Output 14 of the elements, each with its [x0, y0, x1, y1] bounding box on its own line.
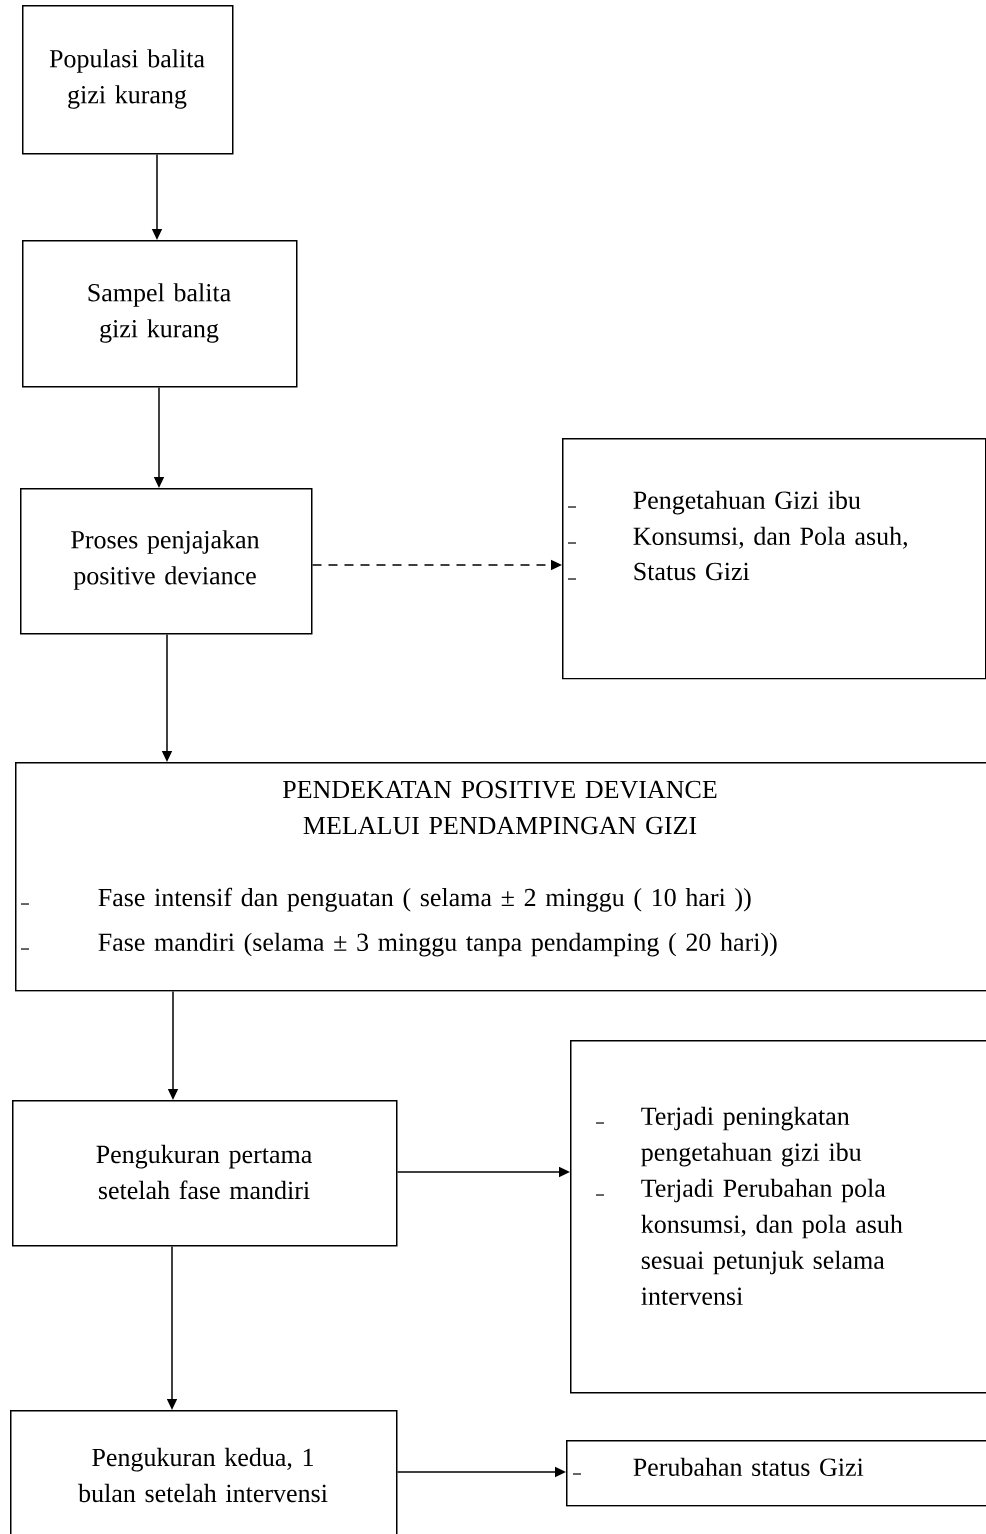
list-item: Fase intensif dan penguatan ( selama ± 2 minggu ( 10 hari )) — [98, 887, 751, 912]
list-item: Konsumsi, dan Pola asuh, — [633, 526, 907, 549]
list-item: Terjadi peningkatan pengetahuan gizi ibu — [641, 1106, 862, 1167]
list-item: Fase mandiri (selama ± 3 minggu tanpa pendamping ( 20 hari)) — [98, 932, 777, 957]
box-text: Pengukuran kedua, 1 bulan setelah intervensi — [78, 1447, 328, 1503]
box-text: Sampel balita gizi kurang — [88, 283, 231, 343]
box-text: Populasi balita gizi kurang — [49, 49, 205, 109]
box-text: Proses penjajakan positive deviance — [71, 530, 260, 590]
box-heading: PENDEKATAN POSITIVE DEVIANCE MELALUI PENDAMPINGAN GIZI — [283, 780, 717, 835]
list-item: Terjadi Perubahan pola konsumsi, dan pola asuh sesuai petunjuk selama intervensi — [641, 1178, 903, 1306]
list-item: Status Gizi — [634, 562, 750, 581]
list-item: Perubahan status Gizi — [633, 1457, 864, 1477]
box-text: Pengukuran pertama setelah fase mandiri — [96, 1144, 312, 1200]
list-item: Pengetahuan Gizi ibu — [633, 490, 861, 515]
